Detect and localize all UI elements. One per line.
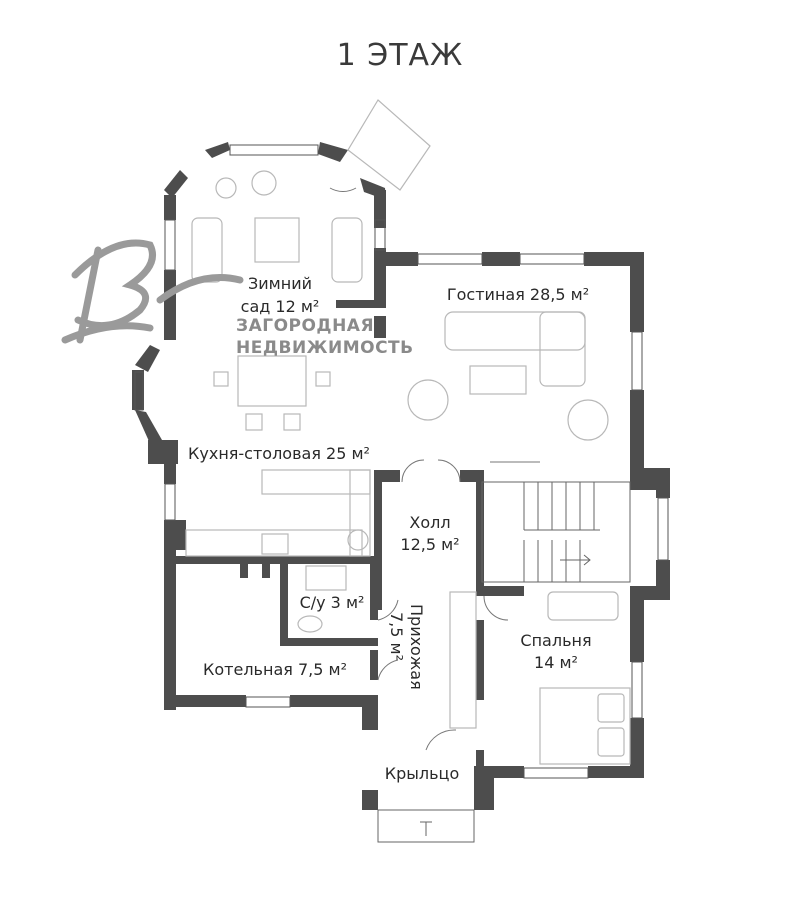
- room-kitchen: Кухня-столовая 25 м²: [188, 444, 370, 463]
- room-bedroom-line1: Спальня: [520, 631, 592, 650]
- room-winter-garden-line2: сад 12 м²: [240, 297, 320, 316]
- windows: [134, 144, 669, 779]
- watermark-line2: НЕДВИЖИМОСТЬ: [236, 338, 414, 358]
- stairs: [481, 481, 631, 583]
- room-boiler: Котельная 7,5 м²: [203, 660, 347, 679]
- room-entrance-line2: 7,5 м²: [387, 612, 406, 662]
- porch-steps: [377, 809, 475, 843]
- doors: [329, 187, 540, 751]
- room-living: Гостиная 28,5 м²: [446, 285, 590, 304]
- room-hall-line2: 12,5 м²: [400, 535, 460, 554]
- furniture: [185, 99, 631, 765]
- walls: [132, 142, 670, 810]
- floor-title: 1 ЭТАЖ: [336, 38, 464, 73]
- room-bathroom: С/у 3 м²: [299, 593, 365, 612]
- room-entrance-line1: Прихожая: [407, 604, 426, 690]
- room-winter-garden-line1: Зимний: [248, 274, 312, 293]
- room-porch: Крыльцо: [384, 764, 460, 783]
- watermark-line1: ЗАГОРОДНАЯ: [236, 316, 375, 336]
- room-hall-line1: Холл: [409, 513, 451, 532]
- room-bedroom-line2: 14 м²: [534, 653, 578, 672]
- watermark-logo: [61, 239, 244, 344]
